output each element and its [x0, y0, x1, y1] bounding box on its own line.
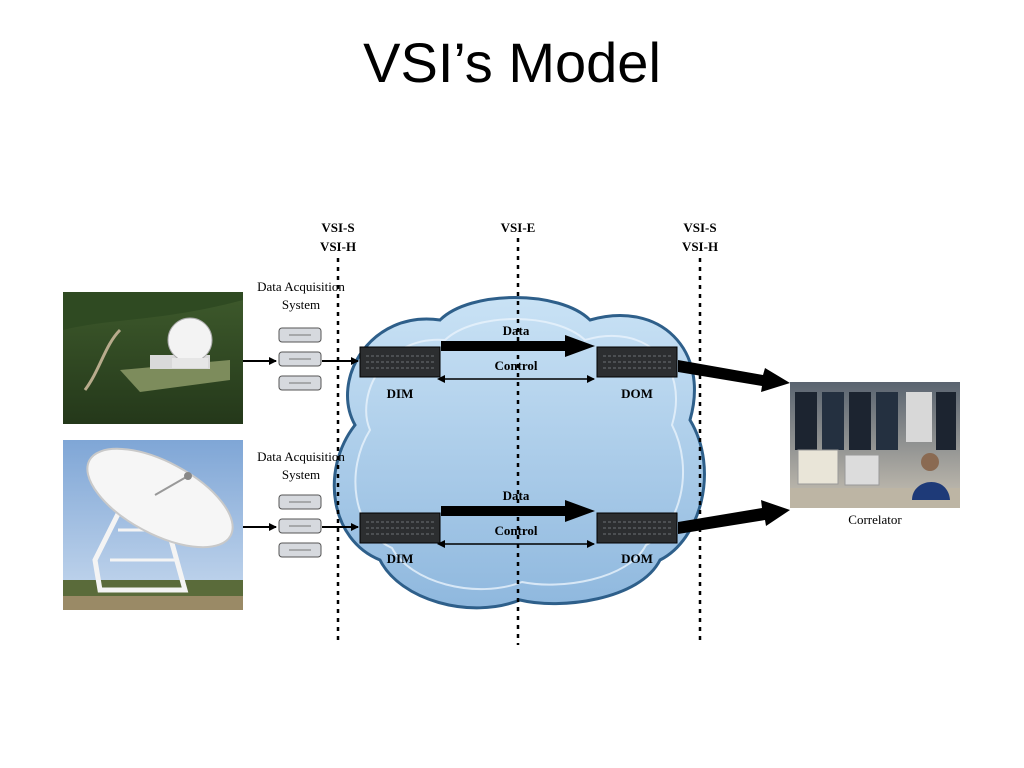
daq-server-stack-icon: [278, 494, 322, 558]
dom-module-2: [596, 512, 678, 544]
daq-server-stack-icon: [278, 327, 322, 391]
data-arrow-2: [441, 500, 595, 522]
dim-module-1: [359, 346, 441, 378]
radome-telescope-photo: [63, 292, 243, 424]
daq-label-line-2: System: [282, 467, 320, 482]
control-label-1: Control: [494, 358, 537, 373]
correlator-label: Correlator: [848, 512, 902, 527]
data-label-2: Data: [503, 488, 530, 503]
dom-to-correlator-arrow-2: [678, 500, 790, 534]
interface-label-right-1: VSI-S: [683, 220, 716, 235]
dom-label-1: DOM: [621, 386, 653, 401]
dom-module-1: [596, 346, 678, 378]
dim-label-1: DIM: [387, 386, 414, 401]
data-arrow-1: [441, 335, 595, 357]
slide-title: VSI’s Model: [363, 31, 661, 94]
dim-label-2: DIM: [387, 551, 414, 566]
station-1: Data Acquisition System DIM DOM Data: [63, 279, 790, 424]
station-2: Data Acquisition System DIM DOM Data: [63, 440, 790, 610]
daq-label-line-1: Data Acquisition: [257, 449, 345, 464]
interface-label-middle: VSI-E: [501, 220, 536, 235]
interface-label-right-2: VSI-H: [682, 239, 718, 254]
interface-label-left-2: VSI-H: [320, 239, 356, 254]
correlator-photo: [790, 382, 960, 508]
daq-label-line-1: Data Acquisition: [257, 279, 345, 294]
interface-label-left-1: VSI-S: [321, 220, 354, 235]
control-label-2: Control: [494, 523, 537, 538]
daq-label-line-2: System: [282, 297, 320, 312]
dim-module-2: [359, 512, 441, 544]
dish-telescope-photo: [63, 440, 243, 610]
data-label-1: Data: [503, 323, 530, 338]
dom-label-2: DOM: [621, 551, 653, 566]
dom-to-correlator-arrow-1: [678, 360, 790, 392]
